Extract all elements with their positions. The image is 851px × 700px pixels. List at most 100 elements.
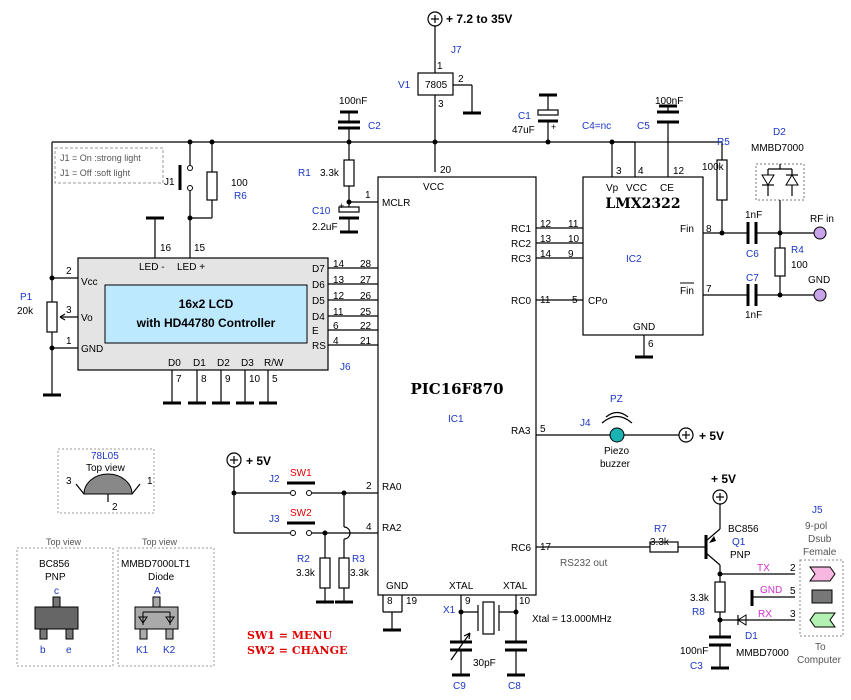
lcd-pin-num: 12 — [333, 291, 345, 302]
box78-p2: 2 — [112, 502, 118, 513]
lmx-pin3: 3 — [616, 166, 622, 177]
c4-label: C4=nc — [582, 121, 611, 132]
vin-label: + 7.2 to 35V — [446, 12, 512, 26]
lcd-pin15: 15 — [194, 243, 206, 254]
svg-text:+: + — [339, 201, 344, 211]
pic-rc-port: RC3 — [511, 254, 531, 265]
j3-label: J3 — [269, 514, 280, 525]
bc856-b: b — [40, 645, 46, 656]
bc856-type: PNP — [45, 572, 66, 583]
rs-5v: + 5V — [711, 472, 736, 486]
lmx-finb: Fin — [680, 286, 694, 297]
box78-p3: 3 — [66, 476, 72, 487]
lmx2322: LMX2322 IC2 Vp VCC CE 3 4 12 CPo 5 Fin 8… — [536, 141, 712, 359]
dsub-to1: To — [815, 642, 826, 653]
lmx-cpo: CPo — [588, 296, 608, 307]
r5-value: 100k — [702, 162, 725, 173]
lcd-bottom-name: D2 — [217, 358, 230, 369]
lcd-pin2: 2 — [66, 266, 72, 277]
reg-pin1: 1 — [437, 61, 443, 72]
pic-pin-num: 27 — [360, 275, 372, 286]
diode-k2: K2 — [163, 645, 176, 656]
c7-value: 1nF — [745, 310, 762, 321]
c8-ref: C8 — [508, 681, 521, 692]
lcd-pin3: 3 — [66, 305, 72, 316]
cap-c5: 100nF C5 — [637, 96, 683, 175]
pic-ra2-pin: 4 — [366, 522, 372, 533]
lcd-bottom-num: 9 — [225, 374, 231, 385]
dsub-line3: Female — [803, 547, 837, 558]
pic-xtal2-pin: 10 — [519, 596, 531, 607]
pic-pin-num: 25 — [360, 307, 372, 318]
r1-ref: R1 — [298, 168, 311, 179]
lcd-ledm: LED - — [139, 262, 165, 273]
c10-value: 2.2uF — [312, 222, 338, 233]
box-78l05: 78L05 Top view 3 1 2 — [57, 448, 155, 514]
reg-pin2: 2 — [458, 74, 464, 85]
pic-name: PIC16F870 — [410, 380, 503, 398]
d1-value: MMBD7000 — [736, 648, 789, 659]
diode-view: Top view — [142, 537, 178, 547]
bc856-e: e — [66, 645, 72, 656]
pz-ref: PZ — [610, 394, 623, 405]
q1-type: PNP — [730, 550, 751, 561]
pic-rc-pin: 14 — [540, 249, 552, 260]
lmx-fin-pin: 8 — [706, 224, 712, 235]
j4-label: J4 — [580, 418, 591, 429]
r1-value: 3.3k — [320, 168, 340, 179]
lcd-pin-name: D7 — [312, 264, 325, 275]
v1-label: V1 — [398, 80, 411, 91]
j6-label: J6 — [340, 362, 351, 373]
rs232-label: RS232 out — [560, 558, 607, 569]
pic-vcc: VCC — [423, 182, 444, 193]
lmx-name: LMX2322 — [605, 196, 680, 212]
d1-ref: D1 — [745, 631, 758, 642]
box-bc856: Top view BC856 PNP c b e — [16, 537, 114, 667]
diode-part: MMBD7000LT1 — [121, 559, 191, 570]
rf-section: R5 100k 1nF C6 D2 MMBD7000 R4 100 C7 — [668, 127, 834, 321]
pic-rc-port: RC2 — [511, 239, 531, 250]
bc856-part: BC856 — [39, 559, 70, 570]
c3-ref: C3 — [690, 661, 703, 672]
pic-pin-num: 22 — [360, 321, 372, 332]
lcd-pin-name: E — [312, 326, 319, 337]
tx-label: TX — [757, 563, 770, 574]
r6-ref: R6 — [234, 191, 247, 202]
pic-rc6: RC6 — [511, 543, 531, 554]
r7-ref: R7 — [654, 524, 667, 535]
bc856-c: c — [54, 586, 59, 597]
c9-ref: C9 — [453, 681, 466, 692]
pic-xtal1: XTAL — [449, 581, 474, 592]
pic-rc0: RC0 — [511, 296, 531, 307]
c6-value: 1nF — [745, 210, 762, 221]
lmx-gnd: GND — [633, 322, 655, 333]
r8-value: 3.3k — [690, 593, 710, 604]
d2-value: MMBD7000 — [751, 143, 804, 154]
lcd-pin-name: D5 — [312, 296, 325, 307]
lmx-ce: CE — [660, 183, 674, 194]
lcd-module: 16x2 LCD with HD44780 Controller LED - L… — [77, 243, 351, 373]
lcd-ledp: LED + — [177, 262, 205, 273]
sw1-label: SW1 — [290, 468, 312, 479]
lmx-rc-pin: 10 — [568, 234, 580, 245]
sw-5v: + 5V — [246, 454, 271, 468]
q1-part: BC856 — [728, 524, 759, 535]
lcd-pin-num: 11 — [333, 307, 344, 318]
piezo-5v: + 5V — [699, 429, 724, 443]
x1-label: X1 — [443, 605, 456, 616]
j1-r6: J1 100 R6 — [146, 142, 248, 258]
c2-value: 100nF — [339, 96, 367, 107]
box78-title: 78L05 — [91, 451, 119, 462]
lcd-gnd: GND — [81, 344, 103, 355]
r2-value: 3.3k — [296, 568, 316, 579]
lmx-fin: Fin — [680, 224, 694, 235]
pic-xtal2: XTAL — [503, 581, 528, 592]
r1-c10: R1 3.3k + C10 2.2uF — [298, 142, 378, 234]
dsub-gnd-label: GND — [760, 585, 782, 596]
c5-ref: C5 — [637, 121, 650, 132]
dsub-pin2: 2 — [790, 563, 796, 574]
pic-ra3-pin: 5 — [540, 424, 546, 435]
r6-value: 100 — [231, 178, 248, 189]
diode-a: A — [154, 586, 161, 597]
